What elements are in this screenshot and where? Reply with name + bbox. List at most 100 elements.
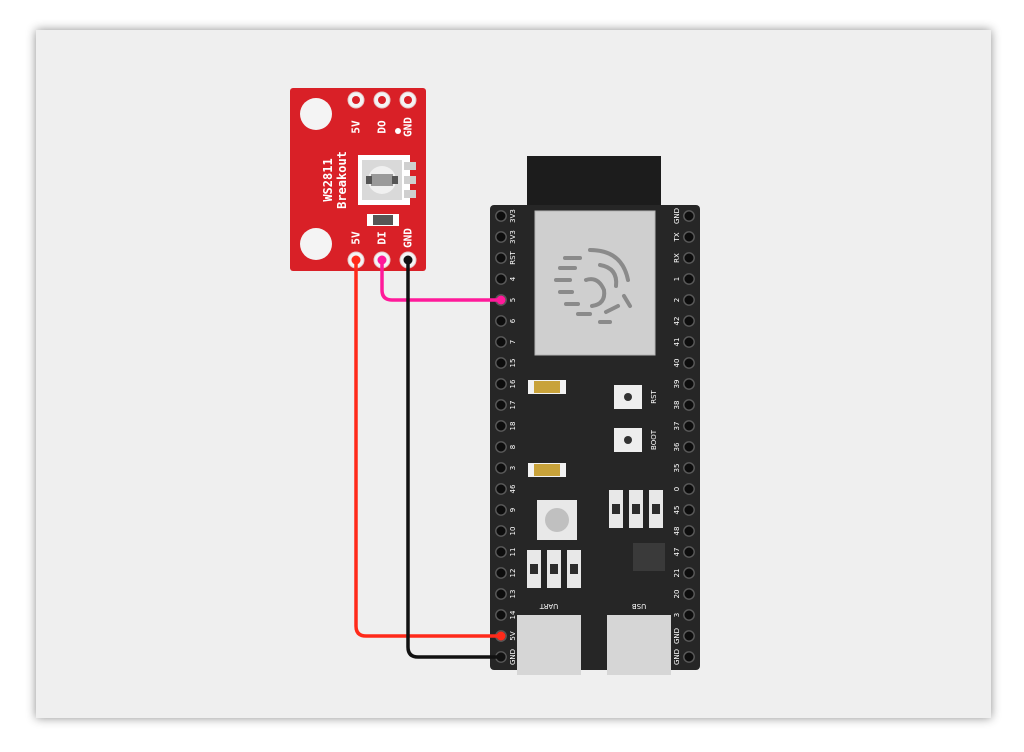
ws2811-top-pin-hole-0: [352, 96, 360, 104]
boot-button-label: BOOT: [650, 429, 658, 450]
esp32-right-pin-3[interactable]: [683, 273, 695, 285]
smd-capacitor-2: [528, 463, 566, 477]
wire-0-end-dot: [496, 631, 506, 641]
esp32-left-pin-label: RST: [509, 250, 517, 264]
esp32-right-pin-7[interactable]: [683, 357, 695, 369]
esp32-right-pin-2[interactable]: [683, 252, 695, 264]
esp32-right-pin-8[interactable]: [683, 378, 695, 390]
esp32-right-pin-12[interactable]: [683, 462, 695, 474]
esp32-right-pin-19[interactable]: [683, 609, 695, 621]
esp32-right-pin-4[interactable]: [683, 294, 695, 306]
wires: [351, 255, 506, 662]
usb-port-label: USB: [632, 602, 647, 610]
wifi-module-shield: [534, 210, 656, 356]
esp32-left-pin-6[interactable]: [495, 336, 507, 348]
esp32-left-pin-label: 7: [509, 340, 517, 344]
boot-button[interactable]: [614, 428, 642, 452]
esp32-left-pin-10[interactable]: [495, 420, 507, 432]
uart-port-label: UART: [539, 602, 558, 610]
esp32-left-pin-7[interactable]: [495, 357, 507, 369]
esp32-right-pin-label: 41: [673, 338, 681, 347]
esp32-left-pin-1[interactable]: [495, 231, 507, 243]
esp32-right-pin-15[interactable]: [683, 525, 695, 537]
mount-hole-top: [300, 98, 332, 130]
esp32-left-pin-0[interactable]: [495, 210, 507, 222]
esp32-left-pin-label: 15: [509, 359, 517, 368]
esp32-left-pin-15[interactable]: [495, 525, 507, 537]
esp32-left-pin-label: 9: [509, 508, 517, 512]
esp32-right-pin-label: 47: [673, 548, 681, 557]
esp32-left-pin-label: 3: [509, 466, 517, 470]
uart-usb-port[interactable]: [517, 615, 581, 675]
esp32-right-pin-label: 2: [673, 298, 681, 302]
esp32-left-pin-12[interactable]: [495, 462, 507, 474]
esp32-right-pin-5[interactable]: [683, 315, 695, 327]
wire-1-start-dot: [377, 255, 387, 265]
usb-port[interactable]: [607, 615, 671, 675]
esp32-right-pin-18[interactable]: [683, 588, 695, 600]
ws2811-top-pin-hole-2: [404, 96, 412, 104]
esp32-left-pin-19[interactable]: [495, 609, 507, 621]
esp32-left-pin-3[interactable]: [495, 273, 507, 285]
esp32-right-pin-14[interactable]: [683, 504, 695, 516]
rst-button-label: RST: [650, 389, 658, 403]
esp32-left-pin-8[interactable]: [495, 378, 507, 390]
ws2811-title: WS2811: [321, 158, 335, 201]
esp32-left-pin-5[interactable]: [495, 315, 507, 327]
ws2811-top-pin-hole-1: [378, 96, 386, 104]
esp32-right-pin-label: 35: [673, 464, 681, 473]
ws2811-resistor: [367, 214, 399, 226]
esp32-left-pin-16[interactable]: [495, 546, 507, 558]
wire-0[interactable]: [354, 260, 501, 638]
esp32-left-pin-label: 16: [509, 379, 517, 388]
esp32-right-header: GNDTXRX124241403938373635045484721203GND…: [673, 208, 695, 665]
esp32-left-pin-label: 17: [509, 401, 517, 410]
esp32-right-pin-1[interactable]: [683, 231, 695, 243]
esp32-right-pin-11[interactable]: [683, 441, 695, 453]
esp32-left-pin-17[interactable]: [495, 567, 507, 579]
esp32-right-pin-9[interactable]: [683, 399, 695, 411]
ws2811-led-package: [358, 155, 416, 205]
esp32-left-pin-11[interactable]: [495, 441, 507, 453]
esp32-left-pin-9[interactable]: [495, 399, 507, 411]
esp32-left-pin-14[interactable]: [495, 504, 507, 516]
wire-1[interactable]: [380, 260, 501, 302]
esp32-right-pin-17[interactable]: [683, 567, 695, 579]
smd-array-right-dark: [612, 504, 660, 514]
esp32-left-pin-label: 11: [509, 548, 517, 557]
esp32-right-pin-label: 36: [673, 442, 681, 451]
esp32-right-pin-label: TX: [673, 232, 681, 242]
mount-hole-bottom: [300, 228, 332, 260]
esp32-right-pin-16[interactable]: [683, 546, 695, 558]
esp32-right-pin-13[interactable]: [683, 483, 695, 495]
esp32-right-pin-21[interactable]: [683, 651, 695, 663]
esp32-left-pin-label: 18: [509, 422, 517, 431]
rst-button[interactable]: [614, 385, 642, 409]
esp32-left-pin-2[interactable]: [495, 252, 507, 264]
esp32-right-pin-0[interactable]: [683, 210, 695, 222]
esp32-left-pin-label: 4: [509, 276, 517, 281]
esp32-right-pin-label: 48: [673, 527, 681, 536]
wire-2-start-dot: [403, 255, 413, 265]
esp32-left-pin-13[interactable]: [495, 483, 507, 495]
esp32-right-pin-20[interactable]: [683, 630, 695, 642]
esp32-left-pin-18[interactable]: [495, 588, 507, 600]
esp32-right-pin-label: GND: [673, 628, 681, 644]
onboard-rgb-led: [537, 500, 577, 540]
esp32-right-pin-label: 20: [673, 590, 681, 599]
esp32-left-pin-label: 10: [509, 527, 517, 536]
wire-2[interactable]: [406, 260, 501, 659]
esp32-right-pin-label: 45: [673, 506, 681, 515]
esp32-right-pin-label: 0: [673, 487, 681, 491]
smd-capacitor-1: [528, 380, 566, 394]
esp32-right-pin-6[interactable]: [683, 336, 695, 348]
esp32-left-pin-label: 12: [509, 569, 517, 578]
esp32-right-pin-10[interactable]: [683, 420, 695, 432]
esp32-board: RST BOOT UART USB 3V33V3RST4567151617188…: [490, 156, 700, 675]
esp32-left-pin-label: 5: [509, 298, 517, 302]
esp32-right-pin-label: 40: [673, 359, 681, 368]
antenna-block: [527, 156, 661, 214]
